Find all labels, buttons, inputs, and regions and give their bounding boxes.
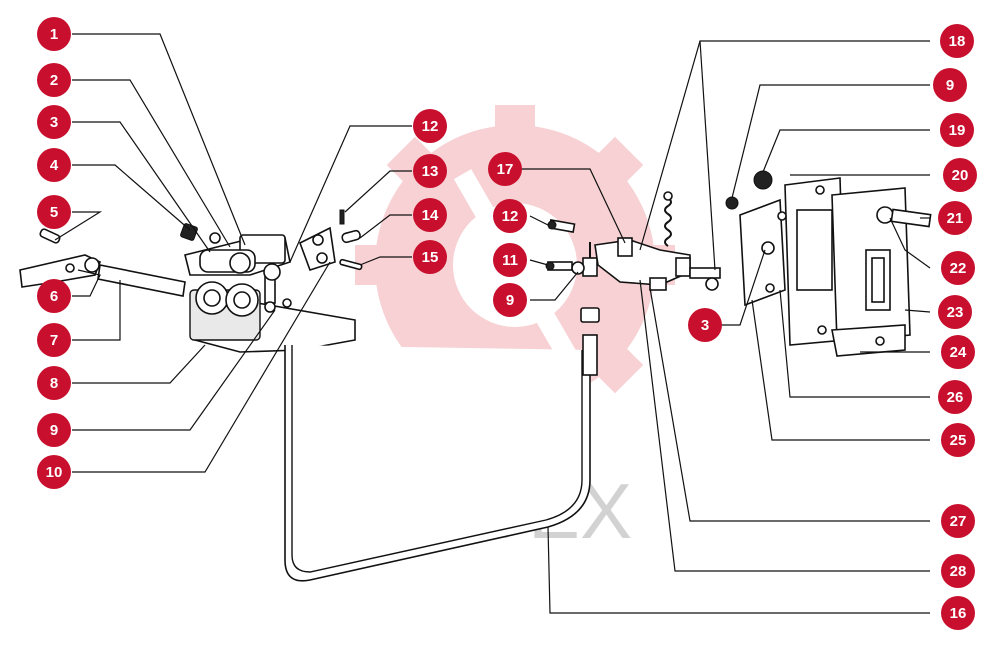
svg-text:2: 2 <box>50 72 58 89</box>
svg-text:24: 24 <box>950 344 967 361</box>
svg-text:28: 28 <box>950 563 967 580</box>
svg-text:27: 27 <box>950 513 967 530</box>
callout-5: 5 <box>37 195 71 229</box>
svg-text:14: 14 <box>422 207 439 224</box>
callout-27: 27 <box>941 504 975 538</box>
callout-3: 3 <box>37 105 71 139</box>
svg-text:9: 9 <box>50 422 58 439</box>
svg-text:11: 11 <box>502 252 518 269</box>
svg-text:26: 26 <box>947 389 964 406</box>
callout-6: 6 <box>37 279 71 313</box>
svg-text:7: 7 <box>50 332 58 349</box>
svg-text:20: 20 <box>952 167 969 184</box>
callout-19: 19 <box>940 113 974 147</box>
svg-text:17: 17 <box>497 161 514 178</box>
svg-text:13: 13 <box>422 163 439 180</box>
callout-2: 2 <box>37 63 71 97</box>
svg-text:12: 12 <box>502 208 519 225</box>
callout-13: 13 <box>413 154 447 188</box>
svg-text:21: 21 <box>947 210 964 227</box>
callout-20: 20 <box>943 158 977 192</box>
leader-lines <box>54 33 931 614</box>
callout-21: 21 <box>938 201 972 235</box>
callout-16: 16 <box>941 596 975 630</box>
svg-text:3: 3 <box>701 317 709 334</box>
svg-text:22: 22 <box>950 260 967 277</box>
callout-1: 1 <box>37 17 71 51</box>
callout-28: 28 <box>941 554 975 588</box>
svg-text:18: 18 <box>949 33 966 50</box>
callout-10: 10 <box>37 455 71 489</box>
callout-12-right: 12 <box>493 199 527 233</box>
callout-12-left: 12 <box>413 109 447 143</box>
callouts: 1 2 3 4 5 6 7 8 9 10 12 13 14 15 17 12 1… <box>37 17 977 630</box>
svg-text:3: 3 <box>50 114 58 131</box>
callout-24: 24 <box>941 335 975 369</box>
callout-26: 26 <box>938 380 972 414</box>
svg-text:19: 19 <box>949 122 966 139</box>
svg-text:9: 9 <box>506 292 514 309</box>
svg-text:23: 23 <box>947 304 964 321</box>
svg-text:4: 4 <box>50 157 59 174</box>
callout-9-left: 9 <box>37 413 71 447</box>
right-mechanism <box>545 170 932 357</box>
callout-23: 23 <box>938 295 972 329</box>
svg-text:25: 25 <box>950 432 967 449</box>
svg-text:8: 8 <box>50 375 58 392</box>
callout-8: 8 <box>37 366 71 400</box>
svg-text:10: 10 <box>46 464 63 481</box>
svg-text:16: 16 <box>950 605 967 622</box>
svg-text:5: 5 <box>50 204 58 221</box>
callout-18: 18 <box>940 24 974 58</box>
callout-14: 14 <box>413 198 447 232</box>
callout-3-right: 3 <box>688 308 722 342</box>
callout-11: 11 <box>493 243 527 277</box>
callout-9-middle: 9 <box>493 283 527 317</box>
callout-15: 15 <box>413 240 447 274</box>
svg-text:1: 1 <box>50 26 58 43</box>
callout-25: 25 <box>941 423 975 457</box>
callout-22: 22 <box>941 251 975 285</box>
svg-text:6: 6 <box>50 288 58 305</box>
left-mechanism <box>19 209 363 353</box>
callout-9-right: 9 <box>933 68 967 102</box>
callout-7: 7 <box>37 323 71 357</box>
callout-4: 4 <box>37 148 71 182</box>
svg-text:9: 9 <box>946 77 954 94</box>
callout-17: 17 <box>488 152 522 186</box>
svg-text:15: 15 <box>422 249 439 266</box>
svg-text:12: 12 <box>422 118 439 135</box>
